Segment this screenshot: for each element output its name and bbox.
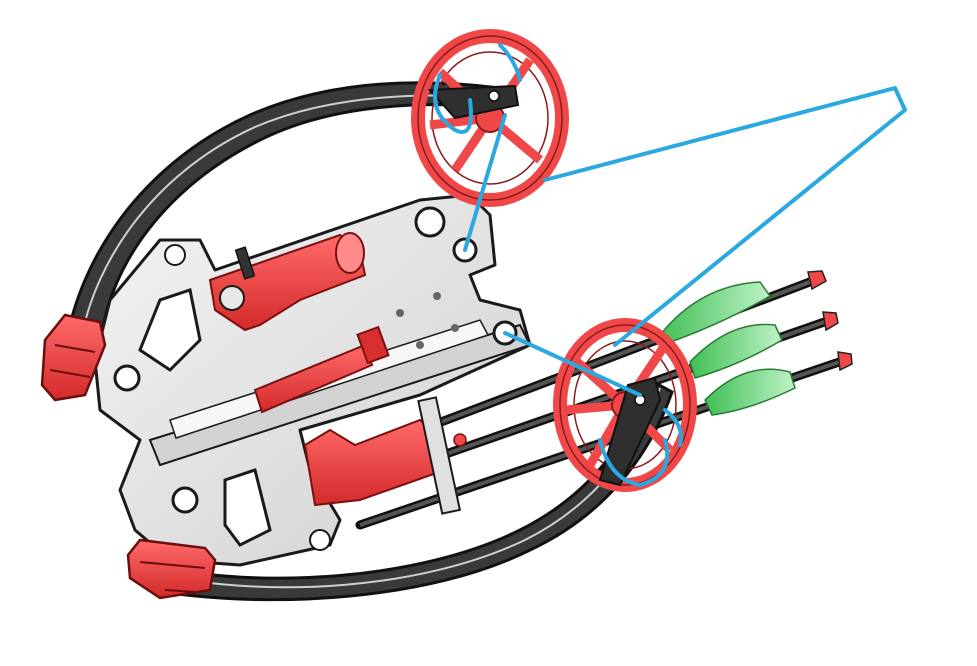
lower-cam-string-wrap (663, 408, 683, 447)
fletching-1 (659, 281, 772, 346)
latch-mechanism (208, 232, 367, 332)
stirrup-block-lower (126, 538, 217, 600)
lower-cable (503, 331, 642, 397)
arrow-1 (415, 270, 827, 435)
upper-cam-axle (488, 90, 500, 102)
latch-bolt (219, 285, 245, 311)
grip-block (303, 396, 467, 515)
frame-screw (433, 292, 441, 300)
frame-cutout-upper (138, 288, 202, 372)
bracket-knob (453, 433, 467, 447)
latch-post (234, 246, 256, 280)
latch-roller (335, 232, 365, 274)
frame-hole (309, 529, 331, 551)
upper-cable (463, 113, 507, 252)
frame-hole (164, 244, 186, 266)
trigger-block (356, 325, 390, 365)
frame-cutout-lower (223, 468, 272, 547)
upper-cam-string-wrap (498, 43, 522, 82)
frame-screw (396, 309, 404, 317)
frame-hole (171, 486, 199, 514)
trigger-slide (253, 325, 390, 414)
lower-cam (553, 318, 697, 492)
upper-cam-string-loop (433, 73, 473, 134)
lower-cam-string-loop (598, 438, 670, 487)
frame-hole (113, 364, 141, 392)
frame-hole (414, 206, 446, 238)
fletching-2 (689, 323, 783, 379)
bowstring (433, 43, 907, 487)
arrow-nock-2 (822, 311, 839, 332)
fletching-3 (704, 368, 796, 416)
arrow-nock-3 (837, 351, 853, 372)
lower-cam-axle-arm (598, 376, 662, 487)
upper-cam (411, 29, 569, 207)
frame-screw (416, 341, 424, 349)
arrow-nock-1 (807, 270, 827, 291)
stirrup-block-upper (40, 313, 107, 402)
frame-screw (451, 324, 459, 332)
arrow-holder-bracket (417, 396, 462, 515)
